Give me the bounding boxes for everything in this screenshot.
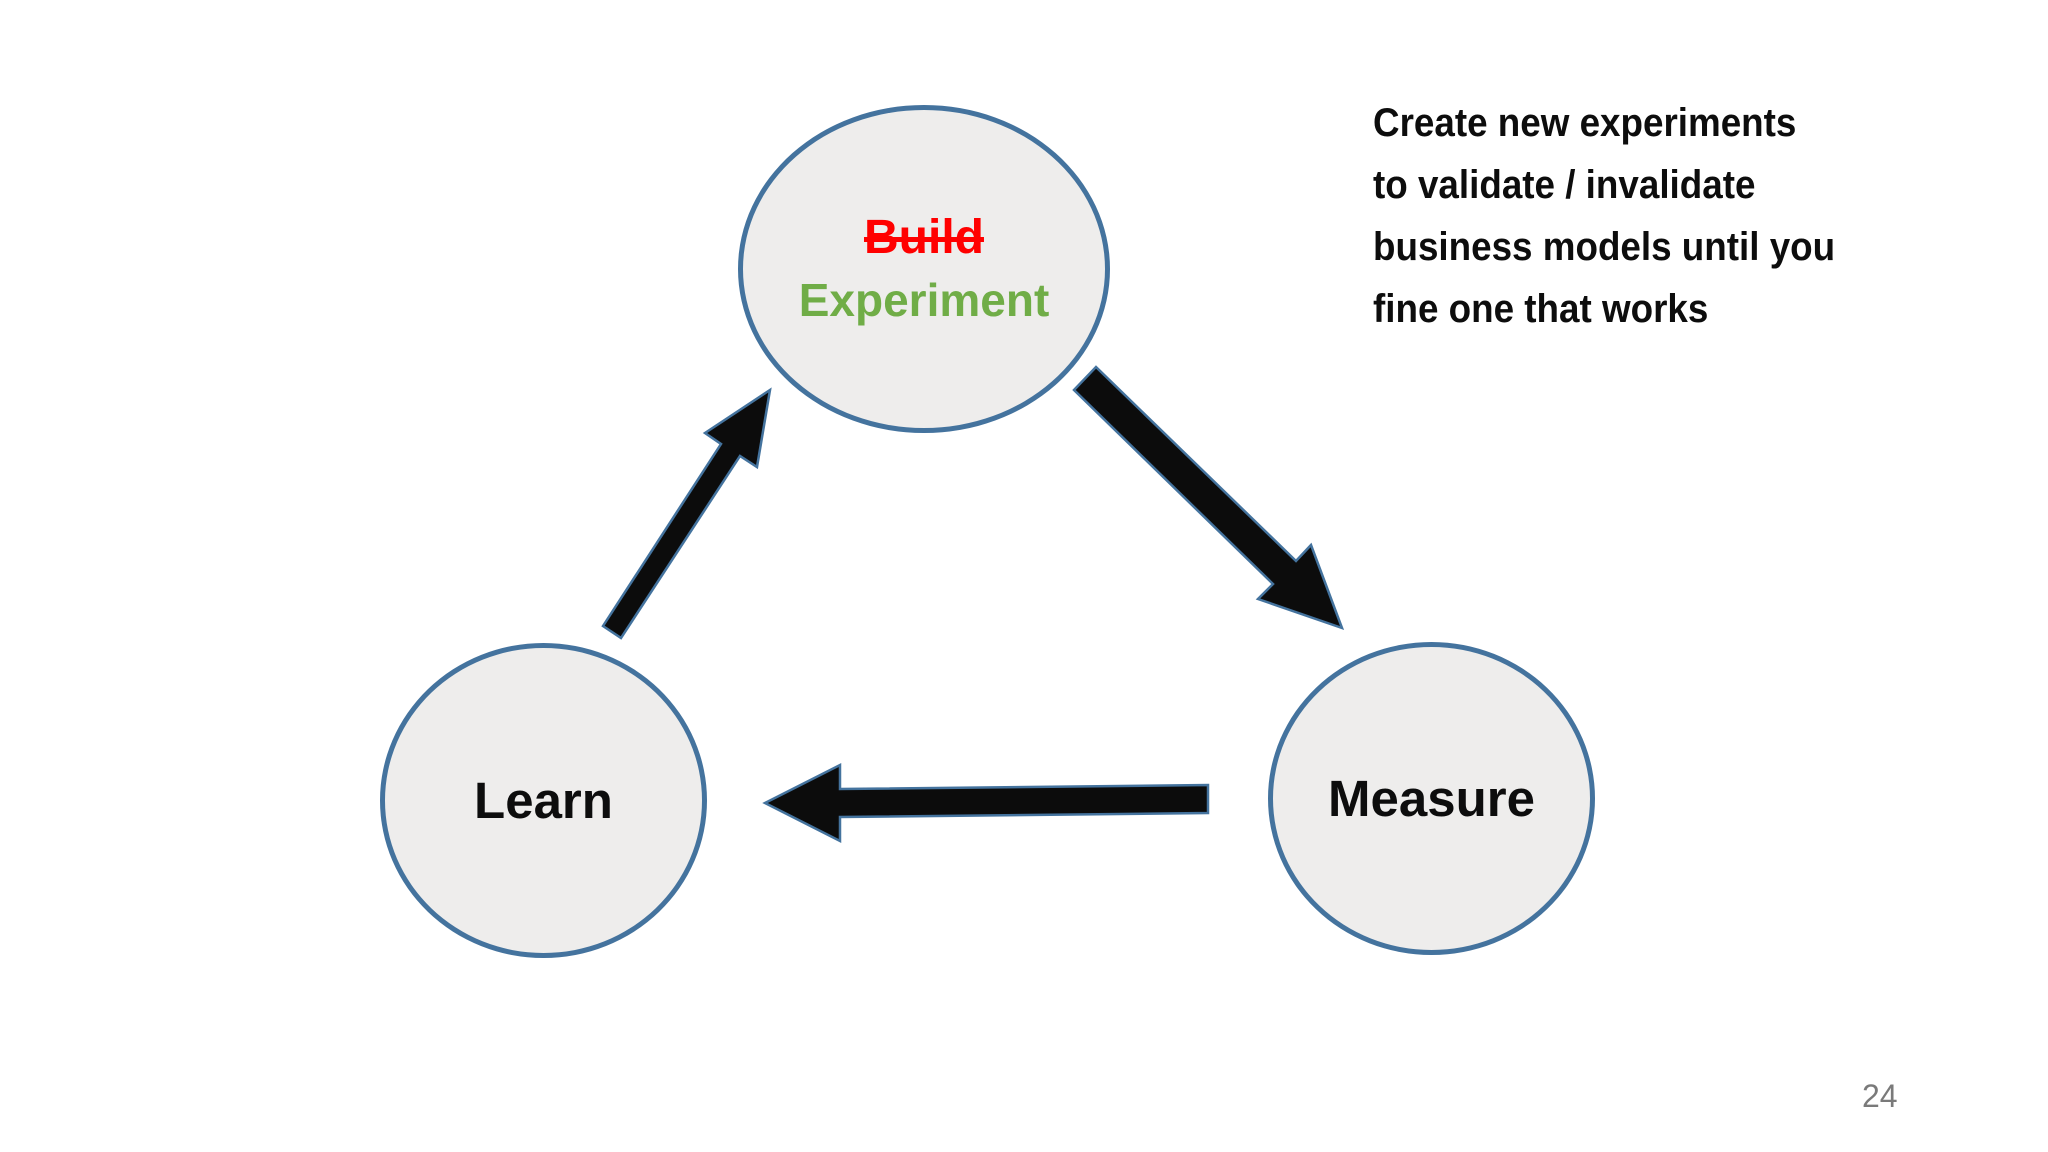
node-experiment-new-label: Experiment bbox=[798, 274, 1050, 326]
side-note-line: Create new experiments bbox=[1373, 101, 1797, 145]
side-note-line: business models until you bbox=[1373, 225, 1836, 269]
node-learn-label: Learn bbox=[474, 771, 613, 829]
node-measure: Measure bbox=[1268, 642, 1595, 955]
side-note: Create new experiments to validate / inv… bbox=[1373, 92, 1835, 340]
node-learn: Learn bbox=[380, 643, 707, 958]
page-number: 24 bbox=[1862, 1078, 1898, 1114]
node-experiment-old-label: Build bbox=[864, 211, 984, 264]
arrow-learn-to-experiment bbox=[601, 387, 772, 640]
arrow-experiment-to-measure bbox=[1072, 365, 1345, 631]
arrow-measure-to-learn bbox=[762, 762, 1210, 844]
side-note-line: fine one that works bbox=[1373, 287, 1709, 331]
side-note-line: to validate / invalidate bbox=[1373, 163, 1756, 207]
node-measure-label: Measure bbox=[1328, 769, 1535, 827]
node-experiment: Build Experiment bbox=[738, 105, 1110, 433]
